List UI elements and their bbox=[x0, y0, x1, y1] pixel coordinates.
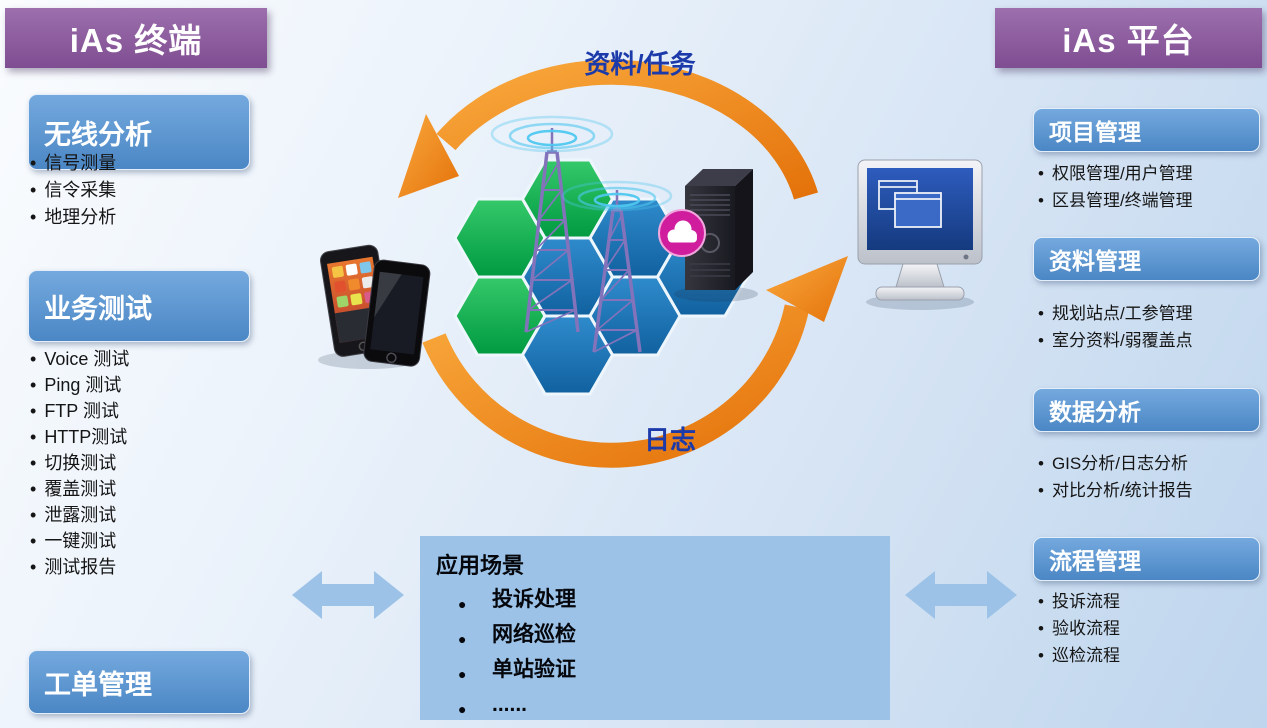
section-title: 流程管理 bbox=[1049, 548, 1141, 574]
service-test-list: Voice 测试 Ping 测试 FTP 测试 HTTP测试 切换测试 覆盖测试… bbox=[30, 346, 129, 580]
list-item: 规划站点/工参管理 bbox=[1038, 300, 1193, 327]
section-service-test: 业务测试 bbox=[28, 270, 250, 342]
list-item: 一键测试 bbox=[30, 528, 129, 554]
wireless-analysis-list: 信号测量 信令采集 地理分析 bbox=[30, 150, 116, 231]
cloud-icon bbox=[658, 209, 706, 257]
list-item: Ping 测试 bbox=[30, 372, 129, 398]
right-double-arrow-icon bbox=[905, 571, 1017, 619]
list-item: 测试报告 bbox=[30, 554, 129, 580]
data-management-list: 规划站点/工参管理 室分资料/弱覆盖点 bbox=[1038, 300, 1193, 354]
scenario-list: 投诉处理 网络巡检 单站验证 ...... bbox=[420, 588, 890, 721]
list-item: 室分资料/弱覆盖点 bbox=[1038, 327, 1193, 354]
right-panel-title: iAs 平台 bbox=[1062, 22, 1195, 59]
left-double-arrow-icon bbox=[292, 571, 404, 619]
smartphones-icon bbox=[318, 244, 431, 369]
list-item: 泄露测试 bbox=[30, 502, 129, 528]
flow-label-data-tasks: 资料/任务 bbox=[584, 49, 696, 79]
section-title: 资料管理 bbox=[1049, 248, 1141, 274]
cell-tower-icon bbox=[490, 115, 614, 333]
cell-tower-icon bbox=[561, 180, 673, 353]
section-process-management: 流程管理 bbox=[1033, 537, 1260, 581]
application-scenarios-box: 应用场景 投诉处理 网络巡检 单站验证 ...... bbox=[420, 536, 890, 721]
section-work-order: 工单管理 bbox=[28, 650, 250, 714]
cycle-arrow-logs bbox=[422, 256, 848, 468]
list-item: Voice 测试 bbox=[30, 346, 129, 372]
list-item: 对比分析/统计报告 bbox=[1038, 477, 1193, 504]
list-item: 信令采集 bbox=[30, 177, 116, 204]
data-analysis-list: GIS分析/日志分析 对比分析/统计报告 bbox=[1038, 450, 1193, 504]
list-item: 投诉处理 bbox=[420, 588, 890, 616]
list-item: 网络巡检 bbox=[420, 623, 890, 651]
section-data-management: 资料管理 bbox=[1033, 237, 1260, 281]
monitor-icon bbox=[857, 159, 983, 310]
list-item: 巡检流程 bbox=[1038, 642, 1120, 669]
list-item: 切换测试 bbox=[30, 450, 129, 476]
list-item: 地理分析 bbox=[30, 204, 116, 231]
left-panel-header: iAs 终端 bbox=[5, 8, 267, 68]
section-title: 数据分析 bbox=[1049, 399, 1141, 425]
left-panel-title: iAs 终端 bbox=[69, 22, 203, 59]
list-item: FTP 测试 bbox=[30, 398, 129, 424]
project-management-list: 权限管理/用户管理 区县管理/终端管理 bbox=[1038, 160, 1193, 214]
right-panel-header: iAs 平台 bbox=[995, 8, 1262, 68]
section-title: 业务测试 bbox=[44, 293, 152, 324]
list-item: ...... bbox=[420, 693, 890, 721]
scenario-title: 应用场景 bbox=[436, 553, 525, 578]
list-item: 投诉流程 bbox=[1038, 588, 1120, 615]
list-item: 权限管理/用户管理 bbox=[1038, 160, 1193, 187]
section-project-management: 项目管理 bbox=[1033, 108, 1260, 152]
list-item: HTTP测试 bbox=[30, 424, 129, 450]
list-item: 单站验证 bbox=[420, 658, 890, 686]
section-title: 无线分析 bbox=[44, 119, 152, 150]
section-title: 项目管理 bbox=[1049, 119, 1141, 145]
list-item: 覆盖测试 bbox=[30, 476, 129, 502]
list-item: GIS分析/日志分析 bbox=[1038, 450, 1193, 477]
list-item: 信号测量 bbox=[30, 150, 116, 177]
list-item: 区县管理/终端管理 bbox=[1038, 187, 1193, 214]
list-item: 验收流程 bbox=[1038, 615, 1120, 642]
process-management-list: 投诉流程 验收流程 巡检流程 bbox=[1038, 588, 1120, 669]
cycle-arrow-data-tasks bbox=[398, 59, 818, 200]
flow-label-logs: 日志 bbox=[643, 425, 696, 455]
section-title: 工单管理 bbox=[44, 669, 152, 700]
section-data-analysis: 数据分析 bbox=[1033, 388, 1260, 432]
